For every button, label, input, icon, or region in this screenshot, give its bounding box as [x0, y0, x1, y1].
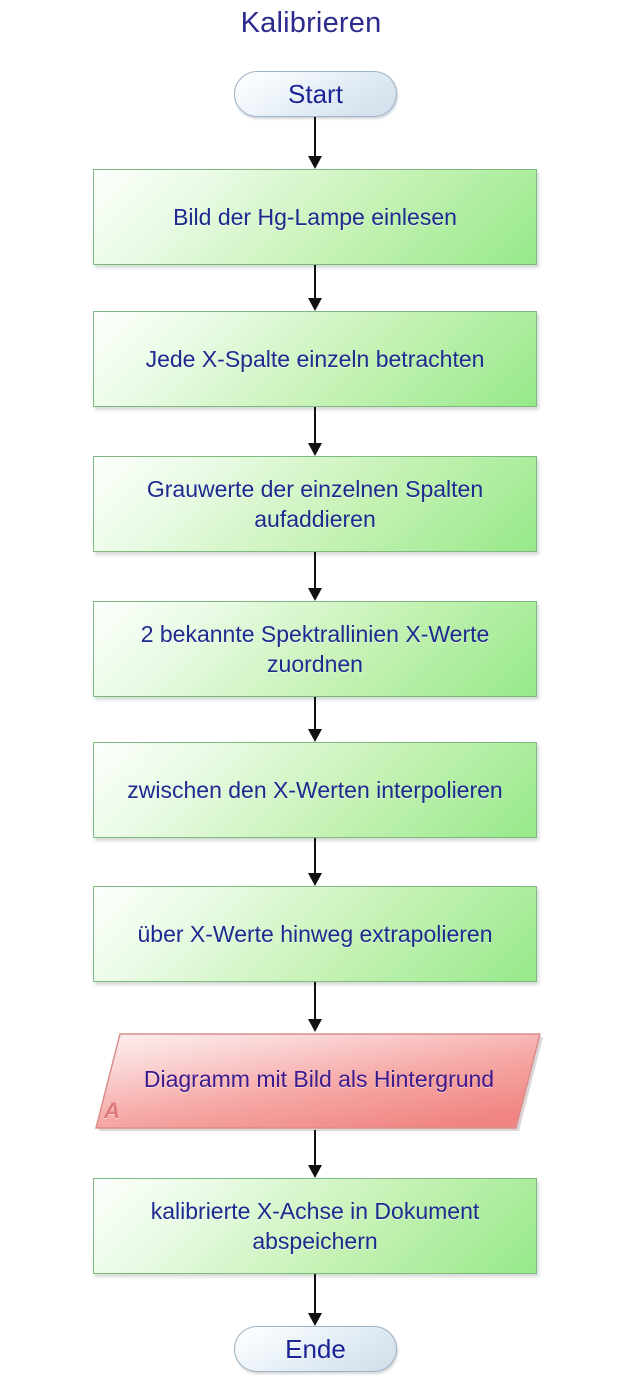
connector-arrow-8: [305, 1130, 325, 1178]
connector-arrow-3: [305, 407, 325, 456]
connector-line: [314, 697, 316, 729]
node-end[interactable]: Ende: [234, 1326, 397, 1372]
arrow-down-icon: [308, 1165, 322, 1178]
connector-arrow-9: [305, 1274, 325, 1326]
connector-line: [314, 407, 316, 443]
connector-line: [314, 1130, 316, 1165]
page-title: Kalibrieren: [240, 7, 382, 39]
connector-line: [314, 552, 316, 588]
arrow-down-icon: [308, 588, 322, 601]
node-process-8[interactable]: kalibrierte X-Achse in Dokument abspeich…: [93, 1178, 537, 1274]
node-start-label: Start: [288, 79, 343, 109]
node-process-3[interactable]: Grauwerte der einzelnen Spalten aufaddie…: [93, 456, 537, 552]
connector-arrow-1: [305, 117, 325, 169]
node-process-5[interactable]: zwischen den X-Werten interpolieren: [93, 742, 537, 838]
node-process-6[interactable]: über X-Werte hinweg extrapolieren: [93, 886, 537, 982]
connector-arrow-5: [305, 697, 325, 742]
node-process-2-label: Jede X-Spalte einzeln betrachten: [145, 346, 485, 372]
arrow-down-icon: [308, 1313, 322, 1326]
arrow-down-icon: [308, 729, 322, 742]
node-process-8-label: kalibrierte X-Achse in Dokument abspeich…: [150, 1198, 480, 1254]
arrow-down-icon: [308, 298, 322, 311]
node-process-5-label: zwischen den X-Werten interpolieren: [127, 777, 503, 803]
connector-line: [314, 117, 316, 156]
node-process-2[interactable]: Jede X-Spalte einzeln betrachten: [93, 311, 537, 407]
node-display-diagram[interactable]: Diagramm mit Bild als Hintergrund A: [88, 1028, 544, 1136]
arrow-down-icon: [308, 443, 322, 456]
arrow-down-icon: [308, 873, 322, 886]
connector-arrow-2: [305, 265, 325, 311]
connector-line: [314, 1274, 316, 1313]
node-process-4-label: 2 bekannte Spektrallinien X-Werte zuordn…: [140, 621, 490, 677]
arrow-down-icon: [308, 156, 322, 169]
node-process-6-label: über X-Werte hinweg extrapolieren: [137, 921, 493, 947]
connector-line: [314, 838, 316, 873]
connector-arrow-6: [305, 838, 325, 886]
arrow-down-icon: [308, 1019, 322, 1032]
node-process-3-label: Grauwerte der einzelnen Spalten aufaddie…: [146, 476, 484, 532]
connector-arrow-7: [305, 982, 325, 1032]
node-corner-mark-a: A: [104, 1098, 120, 1123]
node-process-4[interactable]: 2 bekannte Spektrallinien X-Werte zuordn…: [93, 601, 537, 697]
node-display-diagram-label: Diagramm mit Bild als Hintergrund: [143, 1066, 495, 1092]
node-start[interactable]: Start: [234, 71, 397, 117]
parallelogram-shape-icon: [95, 1033, 543, 1131]
node-process-1[interactable]: Bild der Hg-Lampe einlesen: [93, 169, 537, 265]
node-end-label: Ende: [285, 1334, 346, 1364]
connector-arrow-4: [305, 552, 325, 601]
node-process-1-label: Bild der Hg-Lampe einlesen: [173, 204, 457, 230]
connector-line: [314, 982, 316, 1019]
connector-line: [314, 265, 316, 298]
